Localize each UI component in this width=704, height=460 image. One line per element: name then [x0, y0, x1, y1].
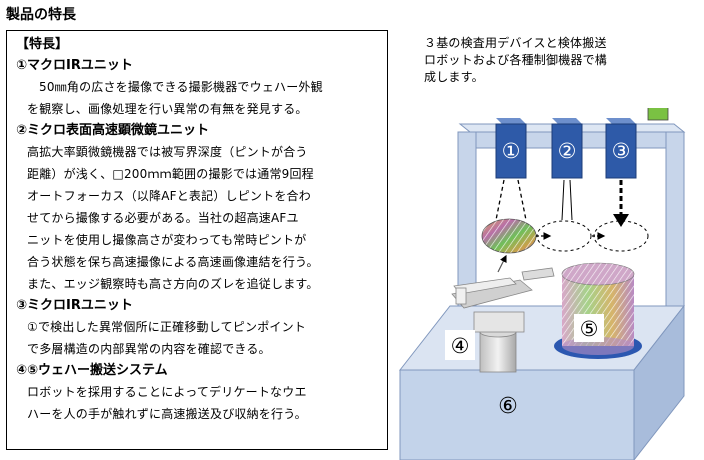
unit-2-block: [551, 118, 583, 179]
body-line: ニットを使用し撮像高さが変わっても常時ピントが: [27, 233, 307, 247]
body-line: また、エッジ観察時も高さ方向のズレを追従します。: [27, 277, 319, 291]
section-heading: ④⑤ウェハー搬送システム: [16, 363, 168, 378]
svg-text:⑤: ⑤: [580, 317, 599, 341]
body-line: 合う状態を保ち高速撮像による高速画像連結を行う。: [27, 255, 319, 269]
body-line: オートフォーカス（以降AFと表記）しピントを合わ: [27, 189, 311, 203]
base-cabinet: [398, 304, 686, 460]
body-line: 50㎜角の広さを撮像できる撮影機器でウェハー外観: [39, 80, 323, 94]
wafer-position-2: [536, 220, 592, 252]
inspection-beams: [495, 179, 629, 227]
section-heading: ①マクロIRユニット: [16, 58, 133, 73]
description-line: 成します。: [424, 70, 484, 84]
label-unit-1: ①: [502, 139, 521, 163]
svg-text:③: ③: [612, 139, 631, 163]
section-body: 高拡大率顕微鏡機器では被写界深度（ピントが合う 距離）が浅く、□200ｍｍ範囲の…: [27, 141, 381, 295]
description-line: ３基の検査用デバイスと検体搬送: [424, 36, 607, 50]
wafer-inspected: [481, 218, 537, 254]
section-body: ①で検出した異常個所に正確移動してピンポイント で多層構造の内部異常の内容を確認…: [27, 316, 381, 360]
label-base: ⑥: [498, 394, 518, 419]
body-line: で多層構造の内部異常の内容を確認できる。: [27, 342, 271, 356]
unit-3-block: [605, 118, 637, 179]
body-line: を観察し、画像処理を行い異常の有無を発見する。: [27, 102, 308, 116]
section-heading: ③ミクロIRユニット: [16, 298, 133, 313]
body-line: 高拡大率顕微鏡機器では被写界深度（ピントが合う: [27, 145, 308, 159]
label-unit-2: ②: [558, 139, 577, 163]
section-macro-ir: ①マクロIRユニット 50㎜角の広さを撮像できる撮影機器でウェハー外観 を観察し…: [16, 55, 381, 120]
signal-tower-icon: [647, 108, 669, 121]
body-line: せてから撮像する必要がある。当社の超高速AFユ: [27, 211, 299, 225]
body-line: 距離）が浅く、□200ｍｍ範囲の撮影では通常9回程: [27, 167, 314, 181]
section-micro-ir: ③ミクロIRユニット ①で検出した異常個所に正確移動してピンポイント で多層構造…: [16, 295, 381, 360]
system-diagram: ① ② ③ ④ ⑤ ⑥: [398, 108, 686, 460]
features-heading: 【特長】: [16, 37, 69, 52]
pickup-arrow: [497, 254, 507, 273]
section-body: 50㎜角の広さを撮像できる撮影機器でウェハー外観 を観察し、画像処理を行い異常の…: [27, 76, 381, 120]
features-panel: 【特長】 ①マクロIRユニット 50㎜角の広さを撮像できる撮影機器でウェハー外観…: [6, 30, 388, 450]
body-line: ハーを人の手が触れずに高速搬送及び収納を行う。: [27, 407, 307, 421]
system-description: ３基の検査用デバイスと検体搬送 ロボットおよび各種制御機器で構 成します。: [424, 35, 664, 86]
wafer-cassette: [554, 262, 642, 359]
label-unit-3: ③: [612, 139, 631, 163]
page-title: 製品の特長: [6, 7, 76, 23]
section-body: ロボットを採用することによってデリケートなウエ ハーを人の手が触れずに高速搬送及…: [27, 381, 381, 425]
svg-text:②: ②: [558, 139, 577, 163]
section-micro-surface: ②ミクロ表面高速顕微鏡ユニット 高拡大率顕微鏡機器では被写界深度（ピントが合う …: [16, 120, 381, 295]
svg-text:①: ①: [502, 139, 521, 163]
section-heading: ②ミクロ表面高速顕微鏡ユニット: [16, 123, 210, 138]
label-cassette: ⑤: [574, 314, 604, 342]
unit-1-block: [495, 118, 527, 179]
transfer-robot: [451, 267, 555, 373]
body-line: ロボットを採用することによってデリケートなウエ: [27, 385, 307, 399]
label-robot: ④: [445, 330, 475, 360]
body-line: ①で検出した異常個所に正確移動してピンポイント: [27, 320, 306, 334]
svg-text:⑥: ⑥: [498, 394, 518, 419]
section-wafer-transfer: ④⑤ウェハー搬送システム ロボットを採用することによってデリケートなウエ ハーを…: [16, 360, 381, 425]
description-line: ロボットおよび各種制御機器で構: [424, 53, 608, 67]
svg-text:④: ④: [451, 334, 470, 358]
